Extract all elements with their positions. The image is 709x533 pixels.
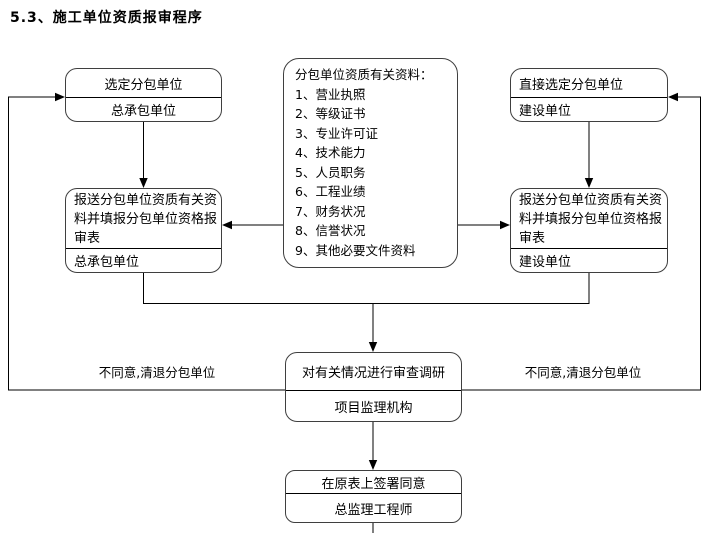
label-reject-left: 不同意,清退分包单位 (98, 365, 216, 380)
arrowhead-submit-right (584, 178, 594, 188)
materials-item: 9、其他必要文件资料 (295, 242, 416, 258)
node-submit-qualification-left: 报送分包单位资质有关资料并填报分包单位资格报审表 总承包单位 (65, 188, 222, 273)
materials-item: 1、营业执照 (295, 86, 366, 102)
node-submit-qualification-right: 报送分包单位资质有关资料并填报分包单位资格报审表 建设单位 (510, 188, 668, 273)
materials-item: 6、工程业绩 (295, 184, 366, 199)
node-action: 直接选定分包单位 (519, 77, 624, 93)
node-direct-select-subcontractor: 直接选定分包单位 建设单位 (510, 68, 668, 122)
arrowhead-into-sign (368, 460, 378, 470)
node-action: 对有关情况进行审查调研 (301, 366, 445, 381)
arrowhead-into-select-left (55, 92, 65, 102)
arrowhead-into-review (368, 342, 378, 352)
node-sign-approval: 在原表上签署同意 总监理工程师 (285, 470, 462, 523)
node-actor: 建设单位 (511, 248, 667, 272)
node-review-investigate: 对有关情况进行审查调研 项目监理机构 (285, 352, 462, 422)
connector-reject-left (8, 96, 285, 391)
connector-reject-right (462, 96, 701, 391)
node-materials-list: 分包单位资质有关资料： 1、营业执照 2、等级证书 3、专业许可证 4、技术能力… (283, 58, 458, 268)
arrowhead-materials-right (500, 220, 510, 230)
node-actor: 总监理工程师 (286, 493, 461, 522)
materials-item: 3、专业许可证 (295, 125, 378, 141)
materials-item: 8、信誉状况 (295, 223, 366, 238)
arrowhead-submit-left (139, 178, 148, 188)
connector-merge (143, 273, 590, 304)
node-actor: 总承包单位 (66, 248, 221, 272)
materials-item: 5、人员职务 (295, 164, 366, 180)
arrowhead-into-select-right (668, 92, 678, 102)
materials-title: 分包单位资质有关资料： (295, 67, 433, 82)
materials-item: 7、财务状况 (295, 203, 366, 219)
materials-item: 4、技术能力 (295, 145, 366, 160)
label-reject-right: 不同意,清退分包单位 (524, 365, 642, 380)
node-action: 报送分包单位资质有关资料并填报分包单位资格报审表 (519, 193, 663, 246)
node-actor: 总承包单位 (66, 97, 221, 121)
node-actor: 项目监理机构 (286, 390, 461, 421)
node-action: 在原表上签署同意 (321, 476, 426, 492)
node-select-subcontractor: 选定分包单位 总承包单位 (65, 68, 222, 122)
materials-item: 2、等级证书 (295, 106, 366, 121)
node-action: 选定分包单位 (104, 77, 183, 93)
node-actor: 建设单位 (511, 97, 667, 121)
page-title: 5.3、施工单位资质报审程序 (10, 10, 203, 26)
arrowhead-materials-left (222, 220, 232, 230)
node-action: 报送分包单位资质有关资料并填报分包单位资格报审表 (74, 193, 218, 246)
